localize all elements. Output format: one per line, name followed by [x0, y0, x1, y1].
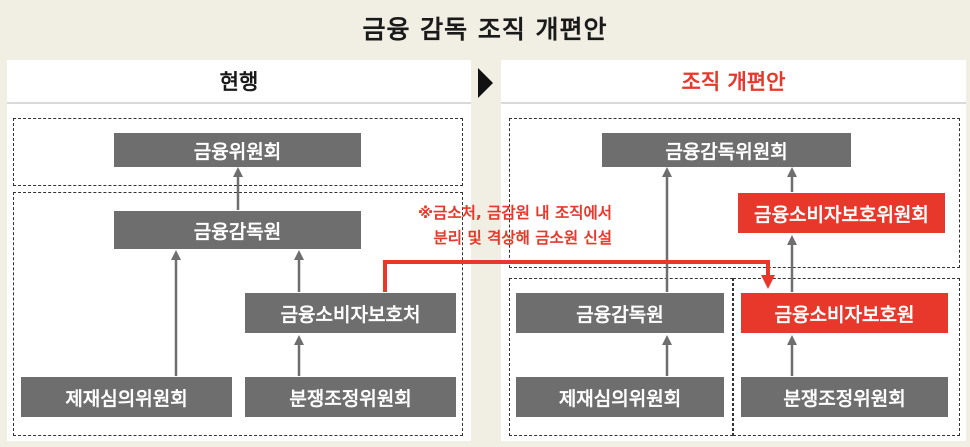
transition-arrow-icon — [478, 68, 493, 98]
right-dispute-committee-box: 분쟁조정위원회 — [741, 377, 948, 417]
left-consumer-office-box: 금융소비자보호처 — [245, 293, 456, 333]
reorganization-note: ※금소처, 금감원 내 조직에서 분리 및 격상해 금소원 신설 — [372, 201, 612, 251]
left-dispute-committee-box: 분쟁조정위원회 — [245, 377, 456, 417]
right-fss-box: 금융감독원 — [516, 293, 724, 333]
right-fsc-box: 금융감독위원회 — [602, 133, 851, 167]
red-transfer-arrow — [383, 260, 775, 292]
note-line-2: 분리 및 격상해 금소원 신설 — [433, 229, 612, 247]
left-sanction-committee-box: 제재심의위원회 — [21, 377, 232, 417]
right-consumer-committee-box: 금융소비자보호위원회 — [738, 193, 945, 233]
right-consumer-group — [733, 278, 960, 436]
left-fss-box: 금융감독원 — [114, 211, 361, 249]
right-fss-group — [509, 278, 733, 436]
current-structure-header: 현행 — [7, 60, 471, 104]
right-top-group — [509, 118, 960, 268]
right-consumer-agency-box: 금융소비자보호원 — [741, 293, 948, 333]
reorganization-plan-header: 조직 개편안 — [501, 60, 966, 104]
right-sanction-committee-box: 제재심의위원회 — [516, 377, 724, 417]
diagram-title: 금융 감독 조직 개편안 — [362, 15, 608, 44]
left-fsc-box: 금융위원회 — [114, 133, 361, 167]
note-line-1: ※금소처, 금감원 내 조직에서 — [417, 204, 612, 222]
